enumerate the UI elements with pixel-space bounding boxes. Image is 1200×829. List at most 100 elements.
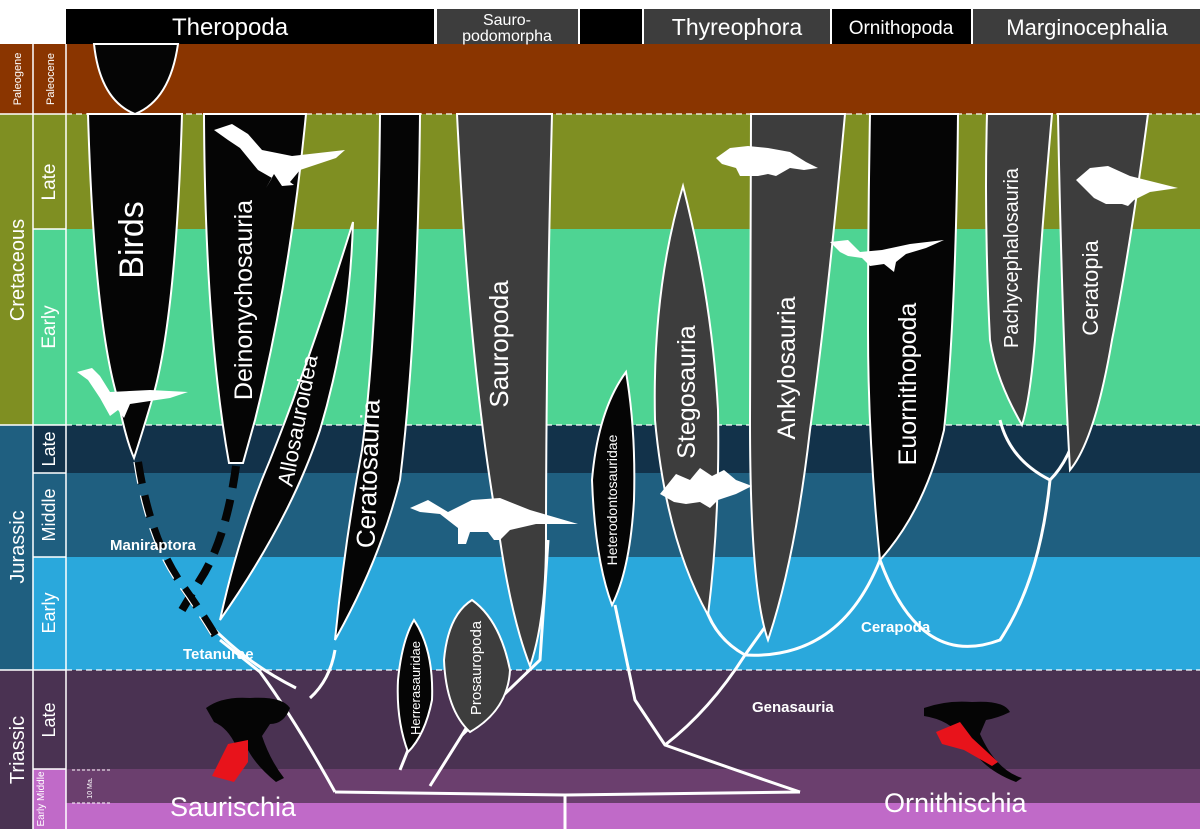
- node-maniraptora: Maniraptora: [110, 537, 197, 554]
- label-birds: Birds: [113, 201, 151, 278]
- label-scale: 10 Ma.: [87, 777, 94, 798]
- theropoda-branch: [308, 649, 337, 700]
- tetanurae-branch: [213, 628, 297, 690]
- label-paleocene: Paleocene: [45, 53, 57, 105]
- margino-split: [998, 419, 1051, 482]
- label-cret-late: Late: [39, 164, 60, 201]
- label-triassic: Triassic: [7, 716, 29, 784]
- label-tri-late: Late: [39, 702, 59, 737]
- epoch-jur-middle-cell: [33, 473, 66, 557]
- header-ornithopoda: [832, 9, 971, 44]
- silhouette-sauropod: [410, 498, 578, 544]
- band-jurassic-early: [66, 557, 1200, 670]
- node-saurischia: Saurischia: [170, 792, 297, 822]
- period-paleogene-cell: [0, 44, 33, 114]
- header-marginocephalia-text: Marginocephalia: [1006, 15, 1168, 40]
- node-ornithischia: Ornithischia: [884, 788, 1028, 818]
- group-labels: Birds Deinonychosauria Allosauroidea Cer…: [113, 167, 1103, 735]
- node-genasauria: Genasauria: [752, 699, 834, 716]
- silhouette-iguanodont: [830, 240, 944, 272]
- branch-herrerasauridae: [396, 618, 434, 754]
- saurischia-branch: [219, 638, 337, 793]
- silhouette-bird: [77, 368, 188, 418]
- silhouettes: [77, 124, 1178, 544]
- period-column-outer: [0, 44, 33, 829]
- silhouette-ankylosaur: [716, 146, 818, 176]
- header-bar: Theropoda Sauro- podomorpha Thyreophora …: [66, 9, 1200, 45]
- epoch-jur-late-cell: [33, 425, 66, 473]
- label-prosauropoda: Prosauropoda: [468, 620, 485, 715]
- label-herrerasauridae: Herrerasauridae: [408, 641, 423, 735]
- branch-euornithopoda: [866, 113, 960, 563]
- period-jurassic-cell: [0, 425, 33, 670]
- period-triassic-cell: [0, 670, 33, 829]
- branches: [86, 43, 1150, 754]
- branch-prosauropoda: [442, 598, 512, 734]
- label-jurassic: Jurassic: [7, 510, 29, 583]
- label-ceratopia: Ceratopia: [1078, 240, 1103, 336]
- label-pachycephalosauria: Pachycephalosauria: [1001, 167, 1023, 348]
- header-sauro-text-2: podomorpha: [462, 28, 552, 45]
- header-marginocephalia: [973, 9, 1200, 44]
- header-blank: [580, 9, 642, 44]
- header-thyreophora: [644, 9, 830, 44]
- label-sauropoda: Sauropoda: [484, 280, 514, 408]
- hip-ornithischia: [924, 701, 1022, 782]
- header-theropoda: [66, 9, 434, 44]
- label-heterodontosauridae: Heterodontosauridae: [604, 434, 620, 565]
- node-tetanurae: Tetanurae: [183, 646, 254, 663]
- branch-birds: [86, 113, 184, 461]
- period-cretaceous-cell: [0, 114, 33, 425]
- branch-birds-paleogene: [92, 43, 180, 116]
- node-labels: Maniraptora Tetanurae Cerapoda Genasauri…: [110, 537, 931, 716]
- dashed-maniraptora: [134, 461, 240, 643]
- branch-heterodontosauridae: [590, 369, 636, 608]
- genasauria-branch: [664, 619, 772, 747]
- header-theropoda-text: Theropoda: [172, 14, 289, 41]
- label-jur-middle: Middle: [39, 488, 59, 541]
- label-tri-early-middle: Early Middle: [36, 771, 47, 826]
- epoch-cret-early-cell: [33, 229, 66, 425]
- cerapoda-branch: [744, 540, 882, 657]
- epoch-paleocene-cell: [33, 44, 66, 114]
- epoch-tri-late-cell: [33, 670, 66, 769]
- header-ornithopoda-text: Ornithopoda: [849, 18, 954, 39]
- label-jur-early: Early: [39, 592, 59, 633]
- silhouette-ceratops: [1076, 166, 1178, 206]
- header-sauropodomorpha: [437, 9, 578, 44]
- epoch-tri-earlymid-cell: [33, 769, 66, 829]
- branch-allosauroidea: [219, 221, 354, 621]
- node-cerapoda: Cerapoda: [861, 619, 931, 636]
- label-paleogene: Paleogene: [12, 53, 24, 106]
- epoch-jur-early-cell: [33, 557, 66, 670]
- scale-bar: [72, 769, 110, 804]
- branch-stegosauria: [653, 182, 720, 619]
- label-deinonychosauria: Deinonychosauria: [230, 200, 258, 400]
- hip-saurischia: [206, 697, 290, 782]
- label-ceratosauria: Ceratosauria: [350, 398, 385, 548]
- column-dividers: [0, 44, 67, 829]
- branch-ankylosauria: [748, 113, 847, 644]
- dashed-maniraptora-outline: [133, 461, 215, 641]
- label-stegosauria: Stegosauria: [673, 325, 701, 459]
- band-paleocene: [66, 44, 1200, 114]
- silhouette-stegosaur: [660, 468, 752, 508]
- branch-deinonychosauria: [202, 113, 308, 464]
- label-euornithopoda: Euornithopoda: [894, 303, 922, 466]
- period-labels: Paleogene Paleocene Cretaceous Late Earl…: [7, 53, 94, 827]
- label-ankylosauria: Ankylosauria: [773, 296, 801, 439]
- margino-branch: [878, 479, 1052, 648]
- label-cretaceous: Cretaceous: [7, 219, 29, 321]
- label-jur-late: Late: [39, 431, 59, 466]
- band-triassic-early: [66, 803, 1200, 829]
- silhouette-raptor: [214, 124, 345, 188]
- major-clade-labels: Saurischia Ornithischia: [170, 788, 1028, 822]
- label-cret-early: Early: [39, 305, 60, 349]
- header-thyreophora-text: Thyreophora: [672, 14, 803, 40]
- branch-pachycephalosauria: [985, 113, 1054, 428]
- branch-sauropoda: [455, 113, 554, 669]
- header-sauro-text-1: Sauro-: [483, 12, 531, 29]
- branch-ceratosauria: [334, 113, 422, 641]
- epoch-column: [33, 44, 66, 829]
